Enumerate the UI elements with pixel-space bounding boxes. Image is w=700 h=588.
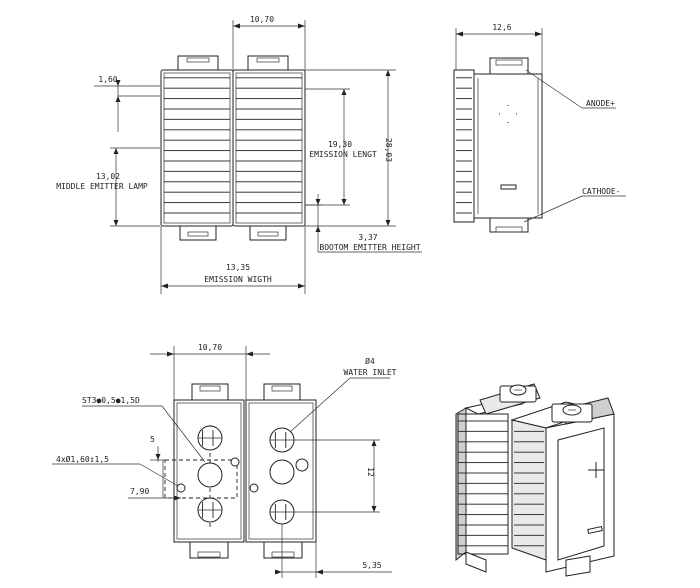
dim-5: 5 bbox=[150, 435, 155, 444]
front-width-dim: 10,70 bbox=[250, 15, 274, 24]
emission-length-label: EMISSION LENGT bbox=[309, 150, 377, 159]
middle-lamp-label: MIDDLE EMITTER LAMP bbox=[56, 182, 148, 191]
screw-hole-left-bottom bbox=[197, 497, 223, 523]
mount-hole-1 bbox=[176, 483, 186, 493]
water-inlet-bottom bbox=[269, 499, 295, 525]
dim-535: 5,35 bbox=[362, 561, 381, 570]
front-view: 10,70 1,60 13,02 MIDDLE EMITTER LAMP 19,… bbox=[56, 15, 422, 294]
iso-anode-plus-icon bbox=[588, 462, 604, 478]
mount-hole-3 bbox=[249, 483, 259, 493]
water-inlet-label: WATER INLET bbox=[344, 368, 397, 377]
screw-spec-label: ST3●0,5●1,5D bbox=[82, 396, 140, 405]
isometric-view bbox=[455, 383, 615, 577]
bottom-emitter-label: BOOTOM EMITTER HEIGHT bbox=[319, 243, 420, 252]
holes-spec-label: 4xØ1,60↧1,5 bbox=[56, 454, 109, 464]
water-inlet-top bbox=[269, 427, 295, 453]
cathode-minus-icon bbox=[500, 184, 517, 190]
center-hole-left bbox=[197, 462, 223, 488]
side-width-dim: 12,6 bbox=[492, 23, 511, 32]
anode-plus-icon bbox=[499, 105, 517, 123]
height-dim: 28,03 bbox=[384, 138, 393, 162]
screw-hole-left-top bbox=[197, 425, 223, 451]
side-view: 12,6 ANODE+ CATHODE- bbox=[453, 23, 626, 233]
plan-view: 10,70 ST3●0,5●1,5D 4xØ1,60↧1,5 5 7,90 Ø4… bbox=[52, 343, 397, 578]
iso-top-screw-right bbox=[551, 403, 593, 423]
center-hole-right bbox=[269, 459, 295, 485]
bottom-tab-right bbox=[249, 225, 287, 241]
emission-length-value: 19,30 bbox=[328, 140, 352, 149]
emission-width-label: EMISSION WIGTH bbox=[204, 275, 272, 284]
fin-pitch-dim: 1,60 bbox=[98, 75, 117, 84]
cathode-label: CATHODE- bbox=[582, 187, 621, 196]
middle-lamp-value: 13,02 bbox=[96, 172, 120, 181]
fins-left bbox=[164, 76, 230, 220]
dim-12: 12 bbox=[366, 467, 375, 477]
mount-hole-2 bbox=[230, 457, 240, 467]
side-top-tab bbox=[489, 57, 529, 75]
plan-width-dim: 10,70 bbox=[198, 343, 222, 352]
iso-top-screw-left bbox=[499, 384, 537, 403]
dim-790: 7,90 bbox=[130, 487, 149, 496]
fins-right bbox=[236, 76, 302, 220]
anode-label: ANODE+ bbox=[586, 99, 615, 108]
bottom-tab-left bbox=[179, 225, 217, 241]
bottom-emitter-value: 3,37 bbox=[358, 233, 377, 242]
side-body bbox=[473, 73, 543, 219]
water-inlet-dim: Ø4 bbox=[365, 356, 375, 366]
iso-cathode-minus-icon bbox=[587, 525, 603, 535]
emission-width-value: 13,35 bbox=[226, 263, 250, 272]
